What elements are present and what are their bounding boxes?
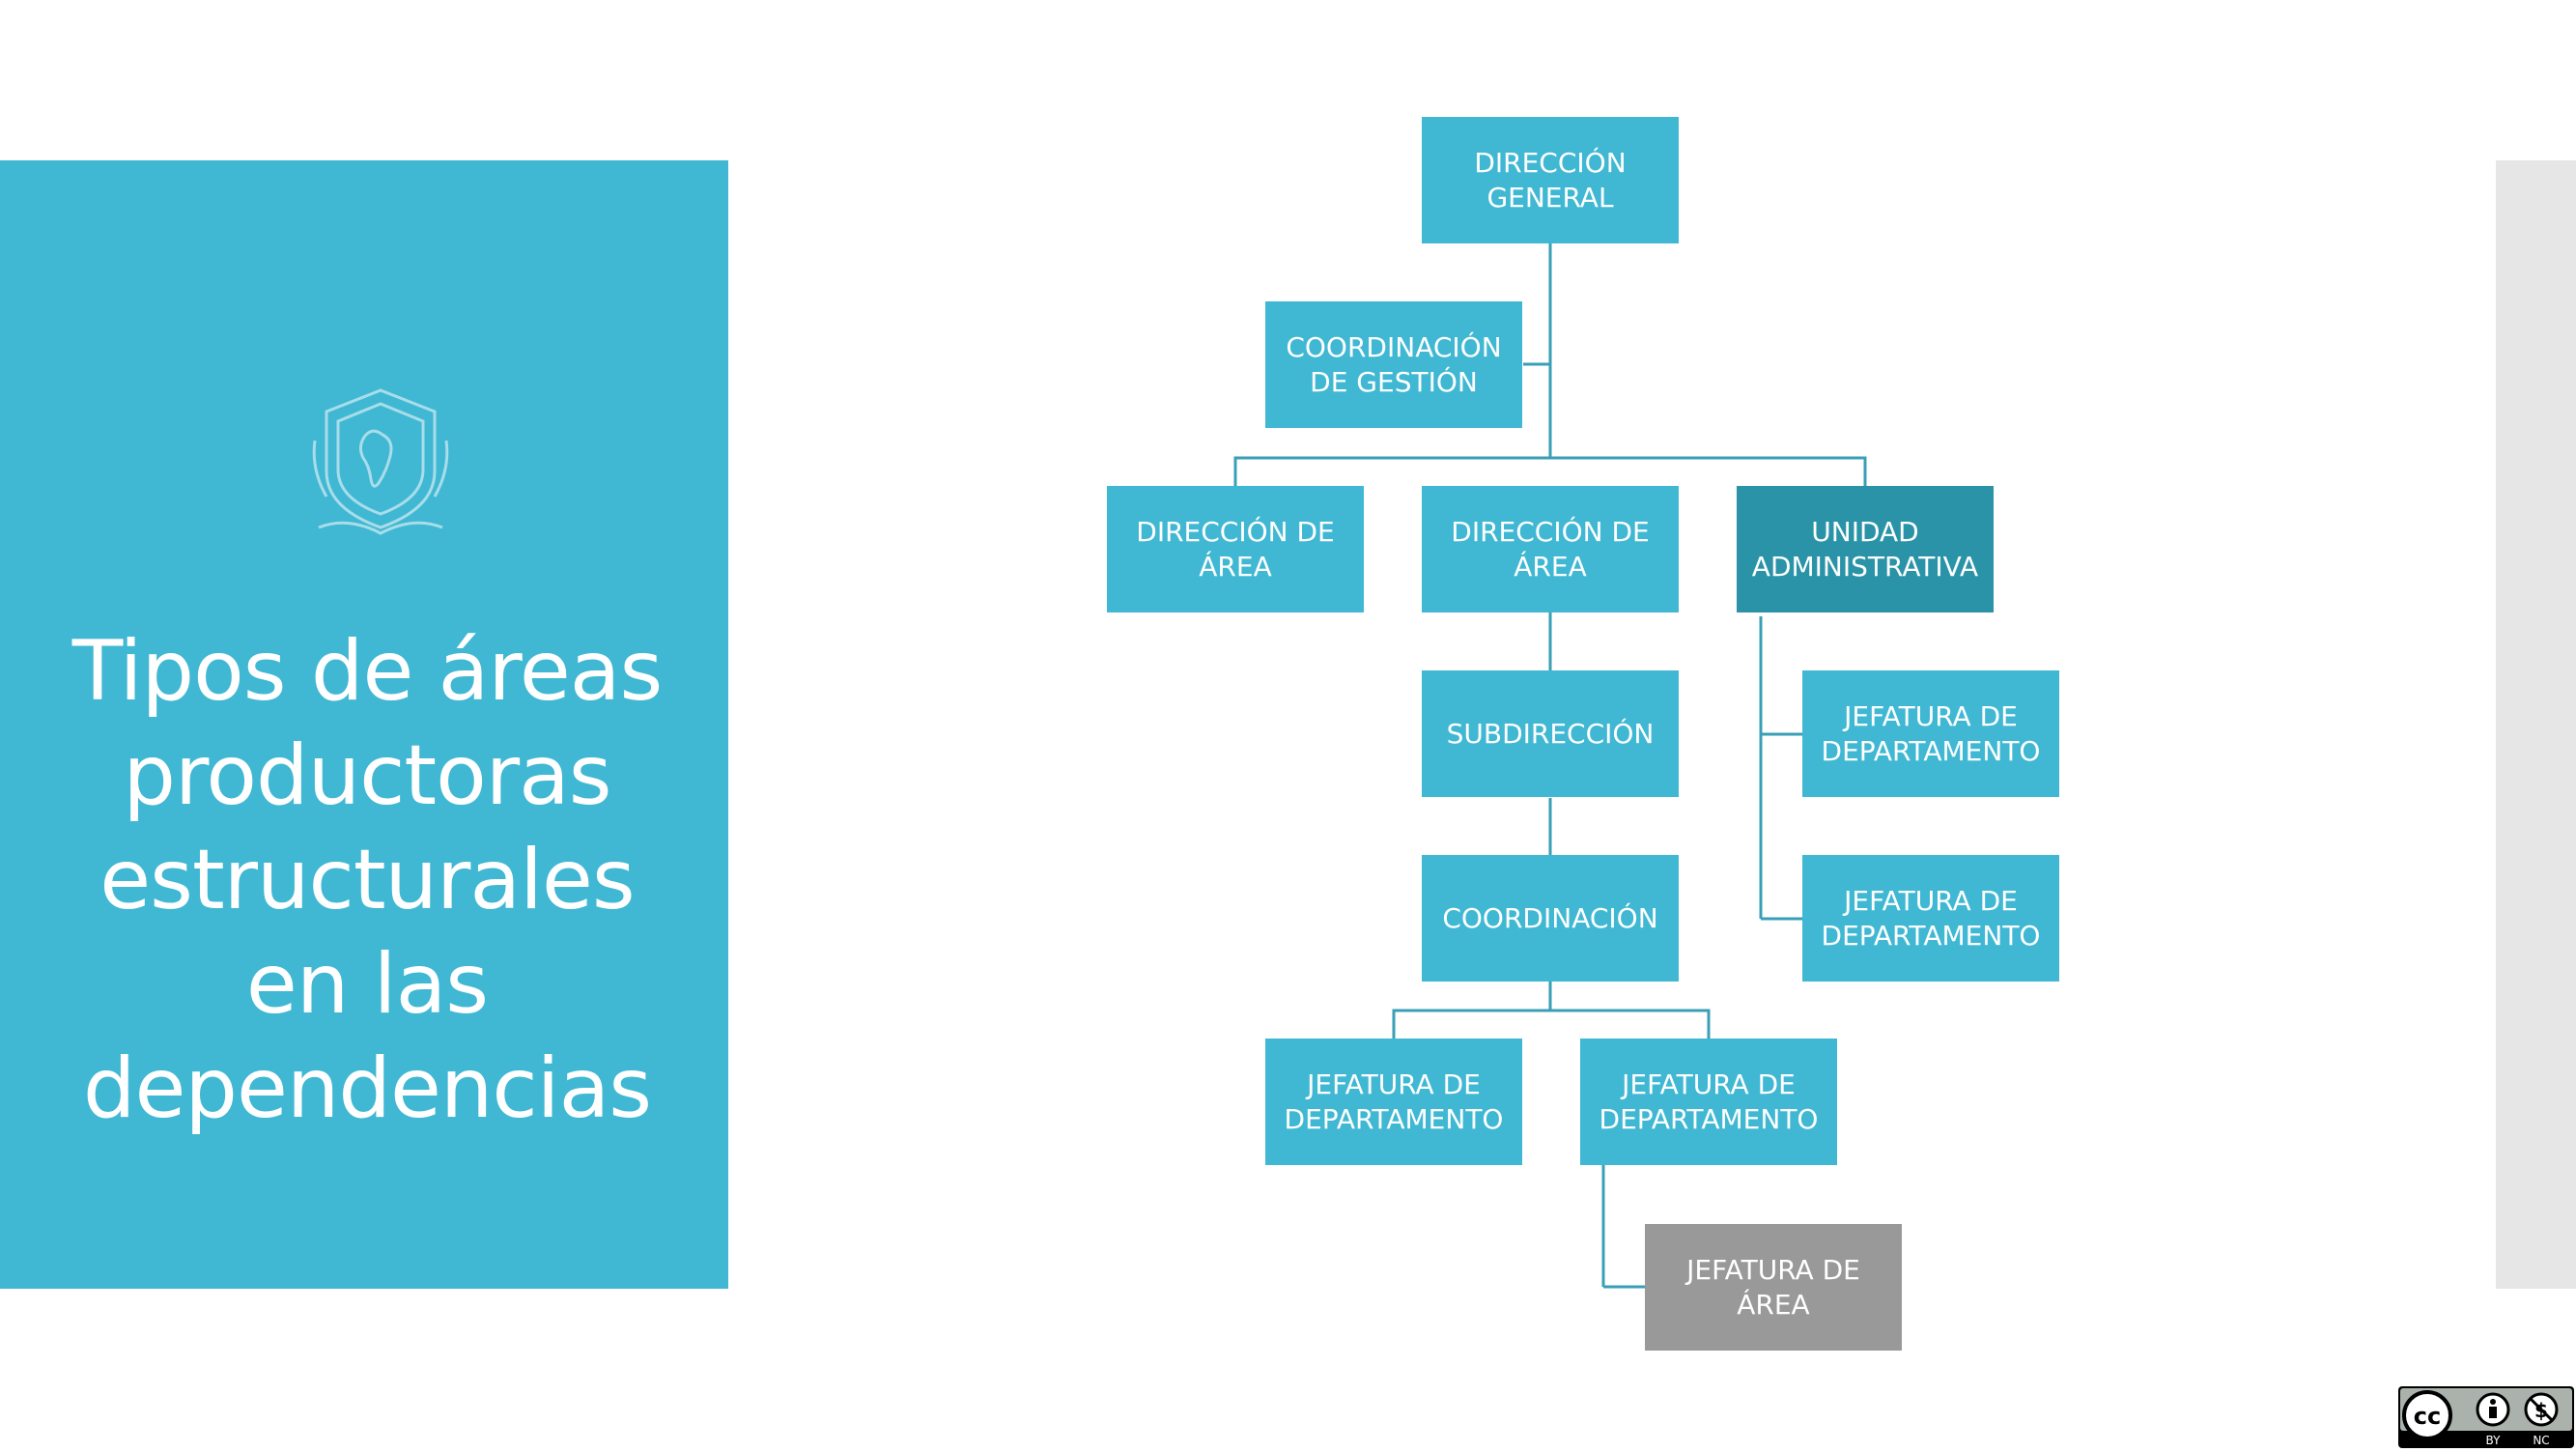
- node-label: JEFATURA DE: [1844, 699, 2018, 732]
- node-unidad-administrativa: UNIDAD ADMINISTRATIVA: [1737, 486, 1994, 612]
- title-line: Tipos de áreas: [71, 623, 664, 720]
- node-direccion-area: DIRECCIÓN DE ÁREA: [1107, 486, 1364, 612]
- node-label: DIRECCIÓN: [1474, 146, 1627, 179]
- node-coordinacion-gestion: COORDINACIÓN DE GESTIÓN: [1265, 301, 1522, 428]
- node-label: DEPARTAMENTO: [1821, 734, 2041, 767]
- node-jefatura-departamento: JEFATURA DE DEPARTAMENTO: [1265, 1039, 1522, 1165]
- node-subdireccion: SUBDIRECCIÓN: [1422, 670, 1679, 797]
- node-label: DIRECCIÓN DE: [1451, 515, 1650, 548]
- cc-nc-label: NC: [2533, 1434, 2549, 1447]
- side-strip: [2496, 160, 2576, 1289]
- node-direccion-area: DIRECCIÓN DE ÁREA: [1422, 486, 1679, 612]
- node-label: DIRECCIÓN DE: [1136, 515, 1335, 548]
- title-line: dependencias: [82, 1040, 652, 1137]
- node-label: JEFATURA DE: [1622, 1068, 1796, 1100]
- node-jefatura-area: JEFATURA DE ÁREA: [1645, 1224, 1902, 1351]
- node-label: JEFATURA DE: [1686, 1253, 1860, 1286]
- node-label: ÁREA: [1199, 550, 1272, 583]
- title-panel: Tipos de áreas productoras estructurales…: [0, 160, 728, 1289]
- node-label: DEPARTAMENTO: [1821, 919, 2041, 952]
- node-label: DE GESTIÓN: [1310, 365, 1478, 398]
- node-label: UNIDAD: [1811, 515, 1919, 548]
- node-direccion-general: DIRECCIÓN GENERAL: [1422, 117, 1679, 243]
- node-label: SUBDIRECCIÓN: [1446, 717, 1655, 750]
- cc-license-icon: cc $ BY NC: [2400, 1388, 2572, 1447]
- node-label: COORDINACIÓN: [1442, 901, 1658, 934]
- node-label: ADMINISTRATIVA: [1751, 550, 1979, 583]
- node-coordinacion: COORDINACIÓN: [1422, 855, 1679, 982]
- slide-title: Tipos de áreas productoras estructurales…: [39, 619, 695, 1141]
- title-line: en las: [245, 936, 489, 1033]
- node-label: JEFATURA DE: [1844, 884, 2018, 917]
- cc-by-label: BY: [2486, 1434, 2502, 1447]
- node-label: GENERAL: [1486, 181, 1614, 214]
- title-line: productoras: [123, 727, 611, 824]
- title-line: estructurales: [99, 832, 635, 928]
- creative-commons-badge: cc $ BY NC: [2398, 1386, 2574, 1448]
- node-label: ÁREA: [1514, 550, 1587, 583]
- node-jefatura-departamento: JEFATURA DE DEPARTAMENTO: [1802, 855, 2059, 982]
- node-label: COORDINACIÓN: [1286, 330, 1502, 363]
- node-jefatura-departamento: JEFATURA DE DEPARTAMENTO: [1580, 1039, 1837, 1165]
- node-label: DEPARTAMENTO: [1284, 1102, 1504, 1135]
- node-label: JEFATURA DE: [1307, 1068, 1481, 1100]
- unam-emblem-icon: [312, 388, 449, 535]
- cc-symbol: cc: [2414, 1403, 2441, 1430]
- node-label: DEPARTAMENTO: [1599, 1102, 1819, 1135]
- node-label: ÁREA: [1737, 1288, 1810, 1321]
- node-jefatura-departamento: JEFATURA DE DEPARTAMENTO: [1802, 670, 2059, 797]
